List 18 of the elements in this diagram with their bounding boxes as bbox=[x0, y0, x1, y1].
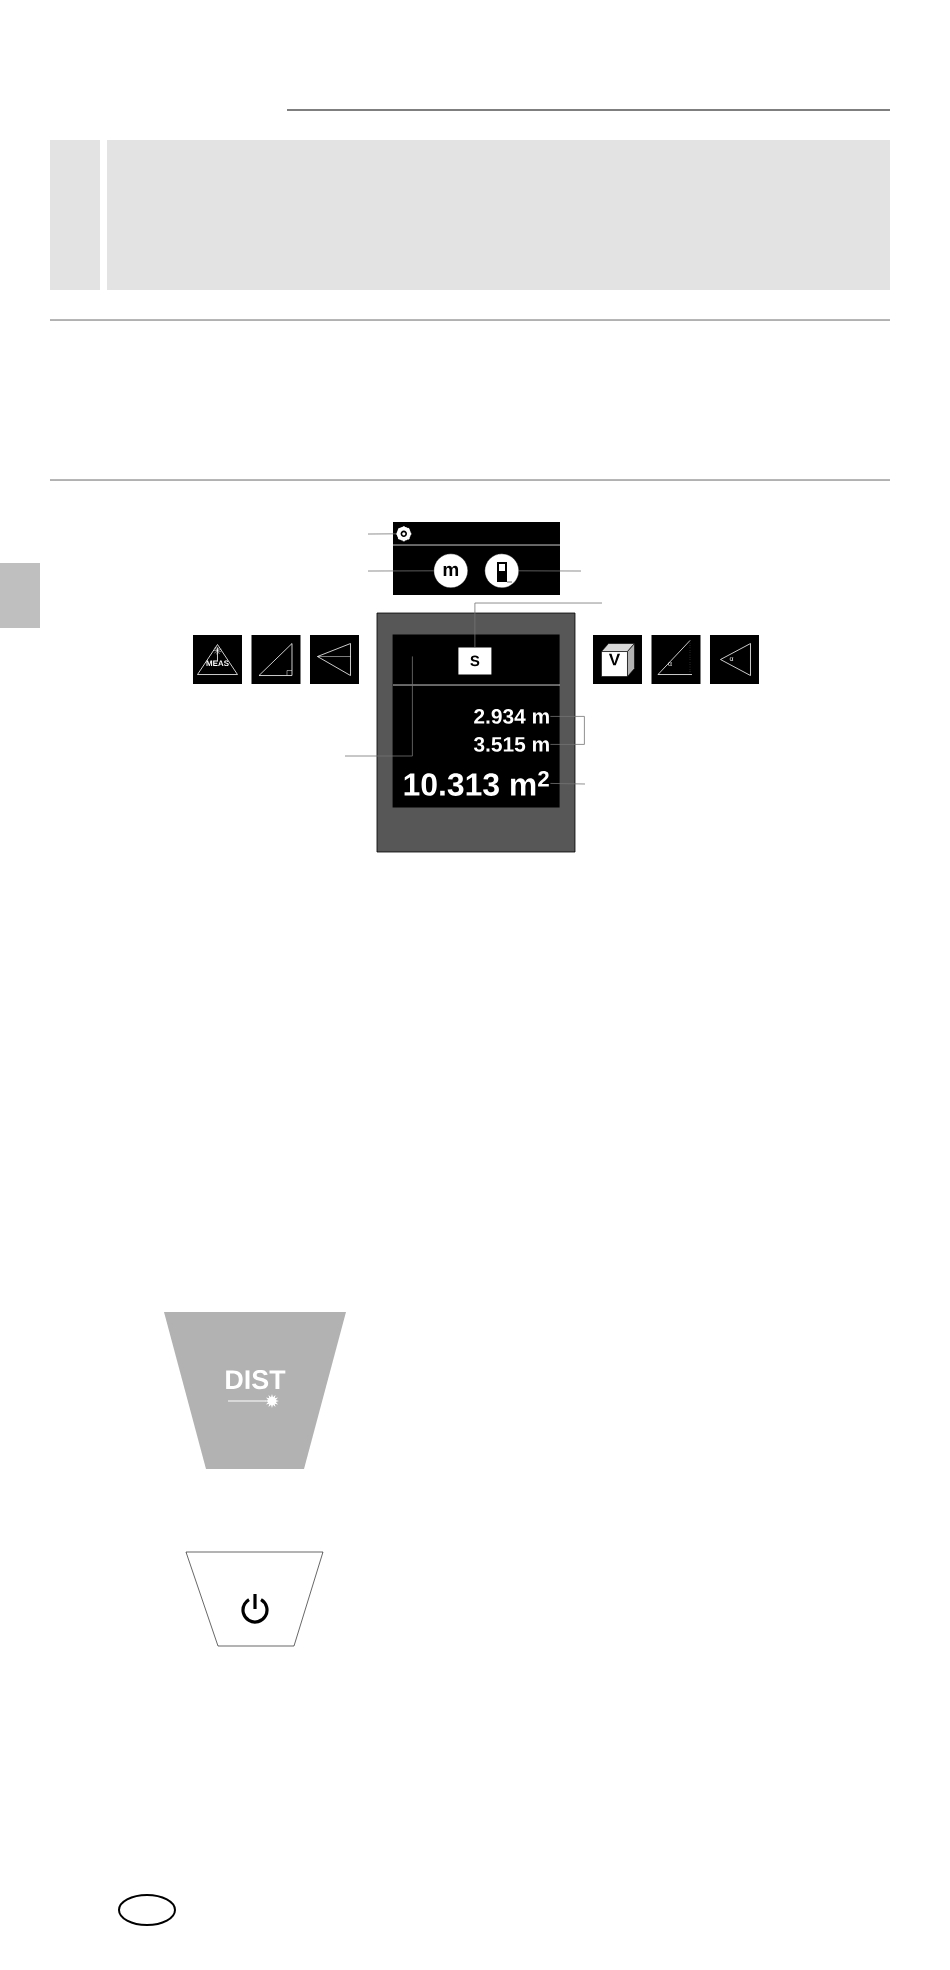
display-screen bbox=[392, 634, 560, 808]
power-button bbox=[185, 1551, 324, 1647]
mode-icon bbox=[310, 635, 359, 684]
measurement-value: 2.934 m bbox=[474, 709, 549, 724]
dist-button: DIST bbox=[164, 1312, 346, 1469]
mode-indicator: S bbox=[458, 647, 492, 675]
leader-line bbox=[344, 656, 413, 757]
gear-icon bbox=[395, 525, 413, 543]
leader-line bbox=[367, 570, 434, 572]
leader-line bbox=[367, 533, 397, 535]
leader-line bbox=[474, 602, 603, 648]
measurement-value: 10.313 m$^{2}$ bbox=[404, 770, 549, 796]
leader-line bbox=[550, 716, 585, 745]
battery-icon bbox=[484, 553, 519, 589]
leader-line bbox=[550, 783, 586, 785]
mode-icon bbox=[251, 635, 301, 684]
measurement-value: 3.515 m bbox=[473, 737, 549, 752]
leader-line bbox=[518, 570, 582, 572]
